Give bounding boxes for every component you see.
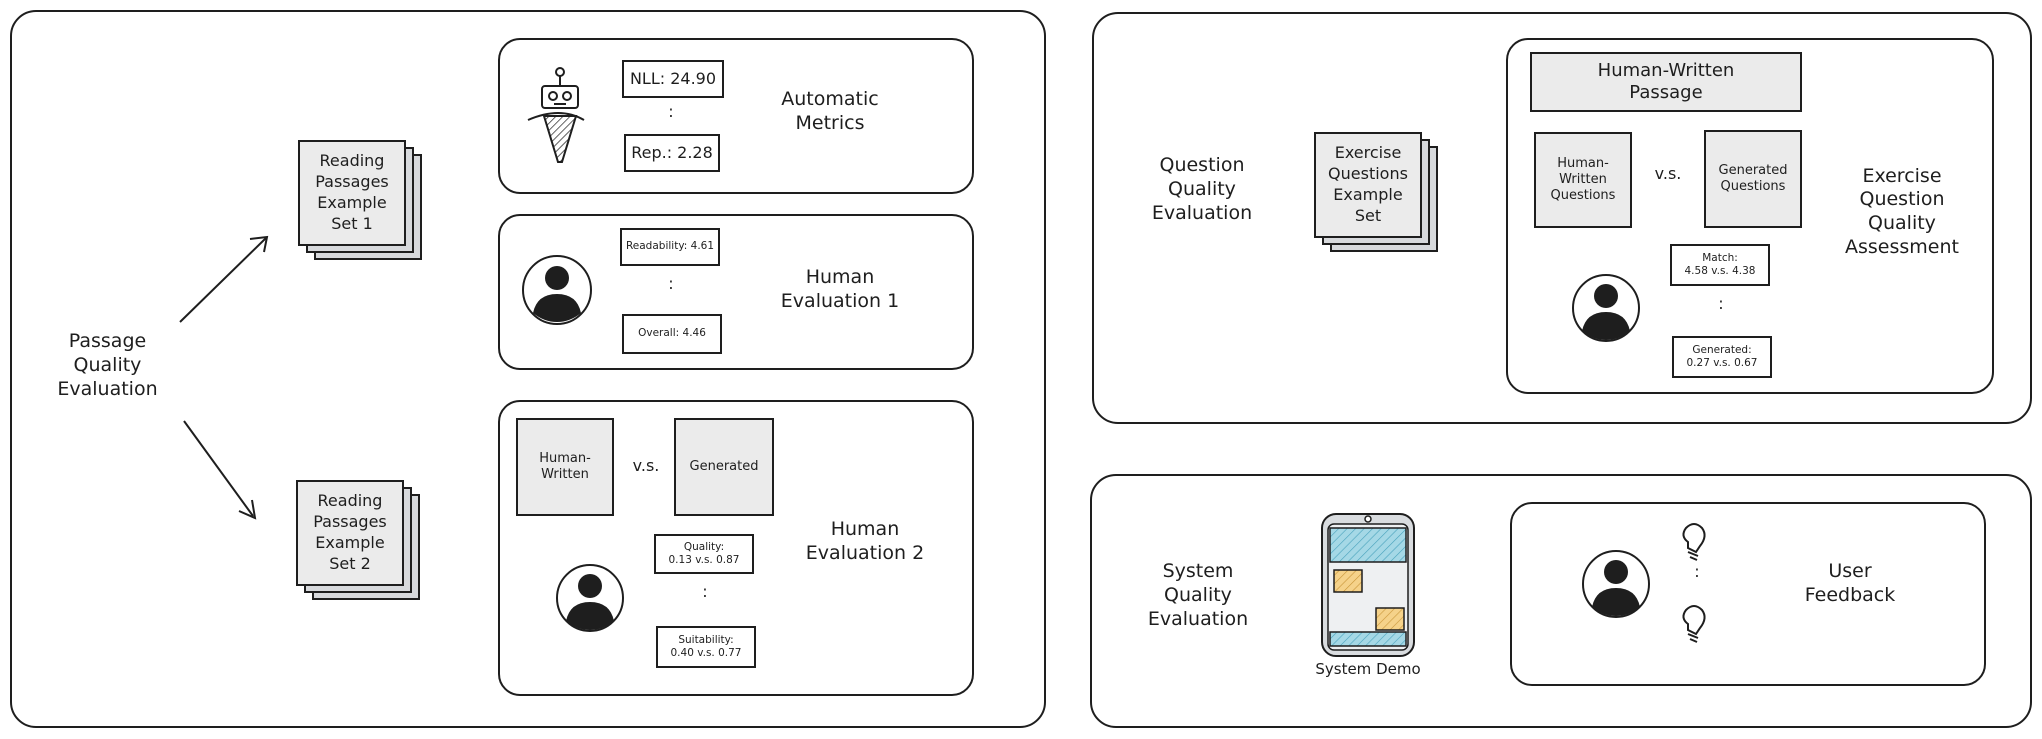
match-score: Match: 4.58 v.s. 4.38 (1670, 244, 1770, 286)
human-written-questions: Human- Written Questions (1534, 132, 1632, 228)
human2-dots: : (702, 582, 708, 601)
overall-score: Overall: 4.46 (622, 314, 722, 354)
user-avatar-icon (556, 564, 624, 632)
passage-set-2-label: Reading Passages Example Set 2 (296, 480, 404, 586)
feedback-dots: : (1694, 562, 1700, 581)
vs-label-1: v.s. (632, 456, 660, 475)
exercise-questions-label: Exercise Questions Example Set (1314, 132, 1422, 238)
lightbulb-icon (1682, 523, 1706, 561)
arrow-down-icon (183, 420, 257, 520)
user-feedback-box (1510, 502, 1986, 686)
human-evaluation-1-label: Human Evaluation 1 (780, 266, 900, 312)
user-avatar-icon (522, 255, 592, 325)
exercise-question-assessment-label: Exercise Question Quality Assessment (1845, 164, 1959, 258)
human-written-box: Human- Written (516, 418, 614, 516)
arrow-up-icon (179, 235, 269, 323)
user-avatar-icon (1572, 274, 1640, 342)
robot-icon (527, 67, 585, 163)
auto-dots: : (668, 102, 674, 121)
phone-demo-icon (1321, 513, 1415, 657)
quality-score: Quality: 0.13 v.s. 0.87 (654, 534, 754, 574)
generated-questions: Generated Questions (1704, 130, 1802, 228)
system-demo-caption: System Demo (1315, 659, 1421, 678)
human-written-passage: Human-Written Passage (1530, 52, 1802, 112)
user-feedback-label: User Feedback (1804, 560, 1896, 606)
vs-label-2: v.s. (1654, 164, 1682, 183)
lightbulb-icon (1682, 605, 1706, 643)
passage-quality-title: Passage Quality Evaluation (57, 330, 158, 400)
generated-box: Generated (674, 418, 774, 516)
user-avatar-icon (1582, 550, 1650, 618)
automatic-metrics-label: Automatic Metrics (781, 88, 879, 134)
question-dots: : (1718, 294, 1724, 313)
readability-score: Readability: 4.61 (620, 228, 720, 266)
rep-metric: Rep.: 2.28 (624, 134, 720, 172)
nll-metric: NLL: 24.90 (622, 60, 724, 98)
suitability-score: Suitability: 0.40 v.s. 0.77 (656, 626, 756, 668)
system-quality-title: System Quality Evaluation (1147, 560, 1249, 630)
automatic-metrics-box (498, 38, 974, 194)
human-evaluation-2-label: Human Evaluation 2 (805, 518, 925, 564)
human1-dots: : (668, 274, 674, 293)
passage-set-1-label: Reading Passages Example Set 1 (298, 140, 406, 246)
generated-score: Generated: 0.27 v.s. 0.67 (1672, 336, 1772, 378)
question-quality-title: Question Quality Evaluation (1151, 154, 1253, 224)
